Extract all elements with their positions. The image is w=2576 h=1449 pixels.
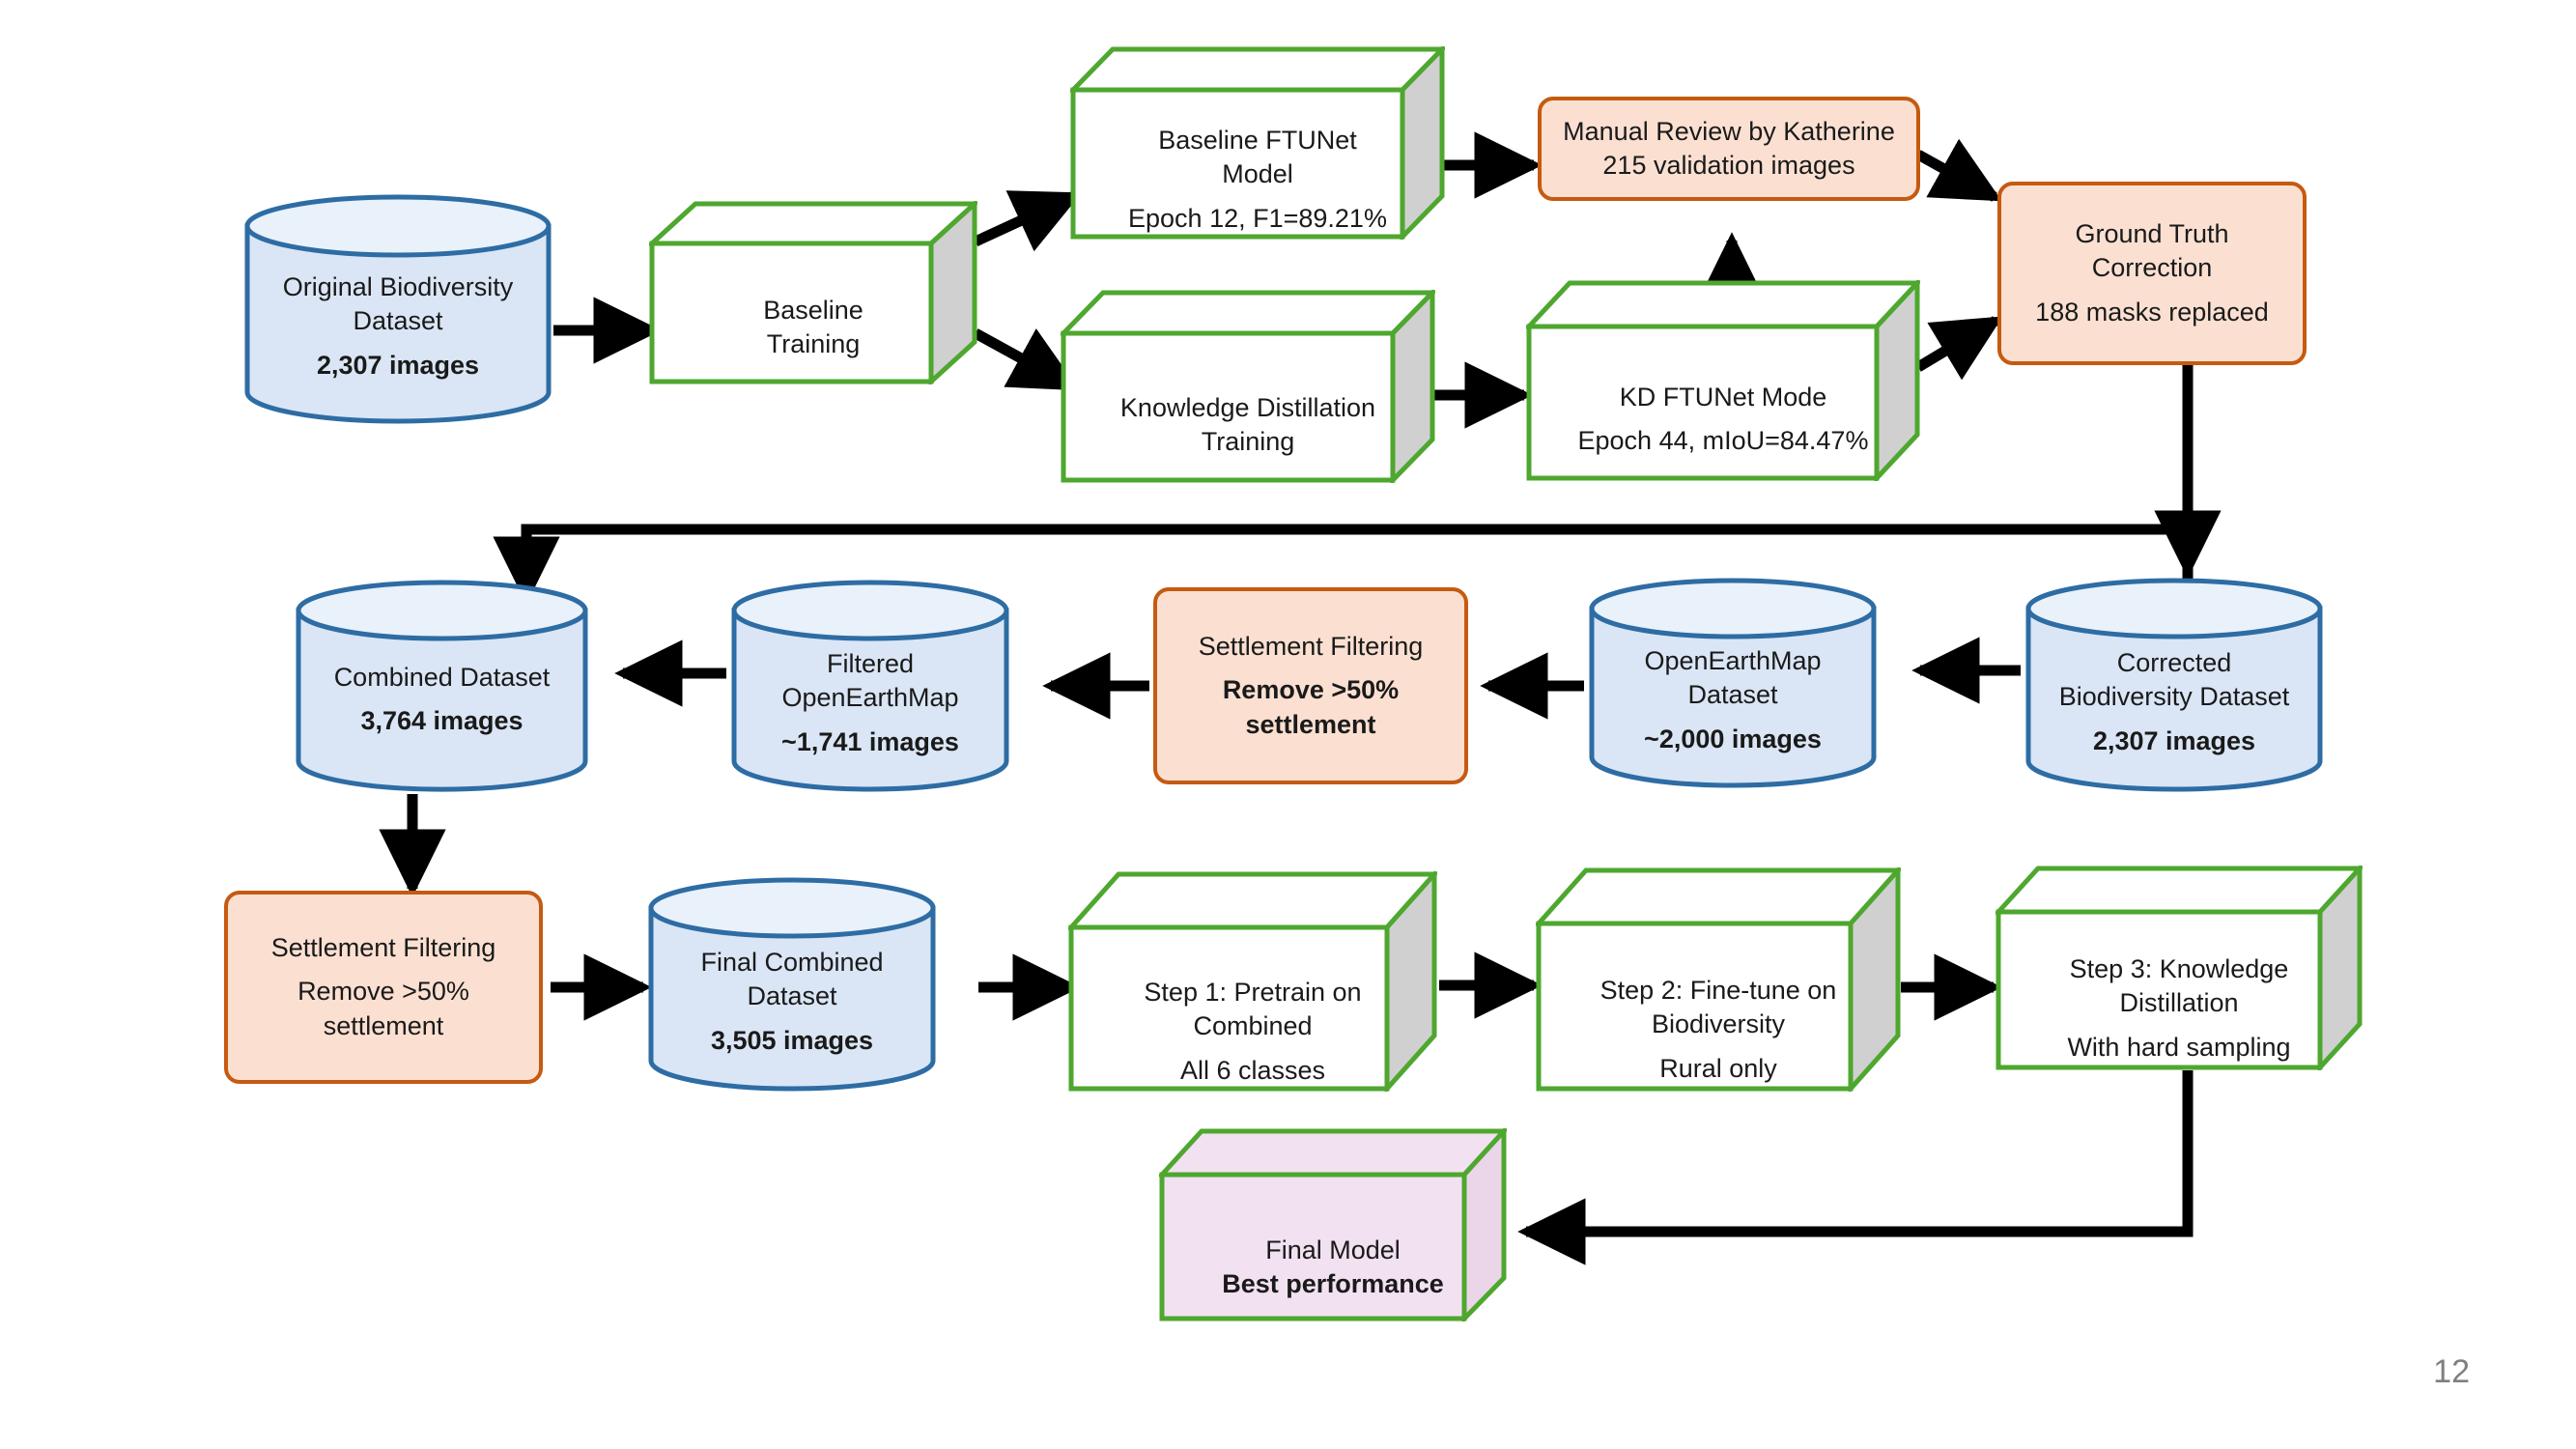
node-line-2: Remove >50% bbox=[1222, 675, 1400, 705]
cube-shape bbox=[1526, 280, 1920, 481]
node-line-1: Settlement Filtering bbox=[1198, 632, 1424, 662]
node-step1-pretrain[interactable]: Step 1: Pretrain on Combined All 6 class… bbox=[1068, 871, 1437, 1092]
arrow-baseline-training-to-kd-training bbox=[973, 327, 1080, 391]
cylinder-shape bbox=[296, 580, 588, 792]
node-settlement-filtering-bottom[interactable]: Settlement Filtering Remove >50% settlem… bbox=[224, 891, 543, 1084]
node-baseline-training[interactable]: Baseline Training bbox=[649, 201, 977, 384]
cube-shape bbox=[1061, 290, 1435, 483]
cylinder-shape bbox=[244, 194, 552, 424]
arrow-kd-model-to-ground-truth bbox=[1915, 316, 2003, 381]
arrow-baseline-training-to-baseline-model bbox=[973, 190, 1082, 252]
cube-shape bbox=[1159, 1128, 1507, 1321]
node-line-3: 188 masks replaced bbox=[2035, 297, 2269, 327]
node-kd-ftunet-model[interactable]: KD FTUNet Mode Epoch 44, mIoU=84.47% bbox=[1526, 280, 1920, 481]
node-original-biodiversity-dataset[interactable]: Original Biodiversity Dataset 2,307 imag… bbox=[243, 193, 552, 425]
cube-shape bbox=[1536, 867, 1901, 1092]
cylinder-shape bbox=[2025, 578, 2323, 792]
node-settlement-filtering-middle[interactable]: Settlement Filtering Remove >50% settlem… bbox=[1153, 587, 1468, 784]
page-number: 12 bbox=[2433, 1353, 2470, 1390]
arrow-manual-review-to-ground-truth bbox=[1915, 138, 2002, 202]
cube-shape bbox=[1068, 871, 1437, 1092]
node-final-model[interactable]: Final Model Best performance bbox=[1159, 1128, 1507, 1321]
node-step2-finetune[interactable]: Step 2: Fine-tune on Biodiversity Rural … bbox=[1536, 867, 1901, 1092]
cylinder-shape bbox=[1589, 578, 1877, 788]
cube-shape bbox=[1070, 46, 1445, 240]
node-corrected-biodiversity-dataset[interactable]: Corrected Biodiversity Dataset 2,307 ima… bbox=[2024, 578, 2324, 792]
node-filtered-openearthmap[interactable]: Filtered OpenEarthMap ~1,741 images bbox=[730, 580, 1010, 792]
cube-shape bbox=[1996, 866, 2363, 1070]
cube-shape bbox=[649, 201, 977, 384]
cylinder-shape bbox=[731, 580, 1009, 792]
node-line-2: Correction bbox=[2091, 253, 2213, 283]
node-line-3: settlement bbox=[1245, 709, 1376, 739]
node-manual-review[interactable]: Manual Review by Katherine 215 validatio… bbox=[1538, 97, 1920, 201]
node-line-1: Manual Review by Katherine bbox=[1563, 116, 1895, 146]
node-step3-knowledge-distillation[interactable]: Step 3: Knowledge Distillation With hard… bbox=[1996, 866, 2363, 1070]
node-line-2: 215 validation images bbox=[1602, 151, 1855, 180]
node-line-1: Settlement Filtering bbox=[270, 933, 496, 963]
node-openearthmap-dataset[interactable]: OpenEarthMap Dataset ~2,000 images bbox=[1588, 578, 1878, 788]
node-ground-truth-correction[interactable]: Ground Truth Correction 188 masks replac… bbox=[1997, 182, 2307, 365]
node-line-2: Remove >50% bbox=[297, 977, 469, 1007]
node-combined-dataset[interactable]: Combined Dataset 3,764 images bbox=[295, 580, 589, 792]
node-knowledge-distillation-training[interactable]: Knowledge Distillation Training bbox=[1061, 290, 1435, 483]
elbow-step3-to-final-model bbox=[1517, 1070, 2194, 1265]
node-final-combined-dataset[interactable]: Final Combined Dataset 3,505 images bbox=[647, 877, 937, 1092]
cylinder-shape bbox=[648, 877, 936, 1092]
node-line-3: settlement bbox=[323, 1010, 444, 1040]
node-baseline-ftunet-model[interactable]: Baseline FTUNet Model Epoch 12, F1=89.21… bbox=[1070, 46, 1445, 240]
node-line-1: Ground Truth bbox=[2075, 219, 2229, 249]
